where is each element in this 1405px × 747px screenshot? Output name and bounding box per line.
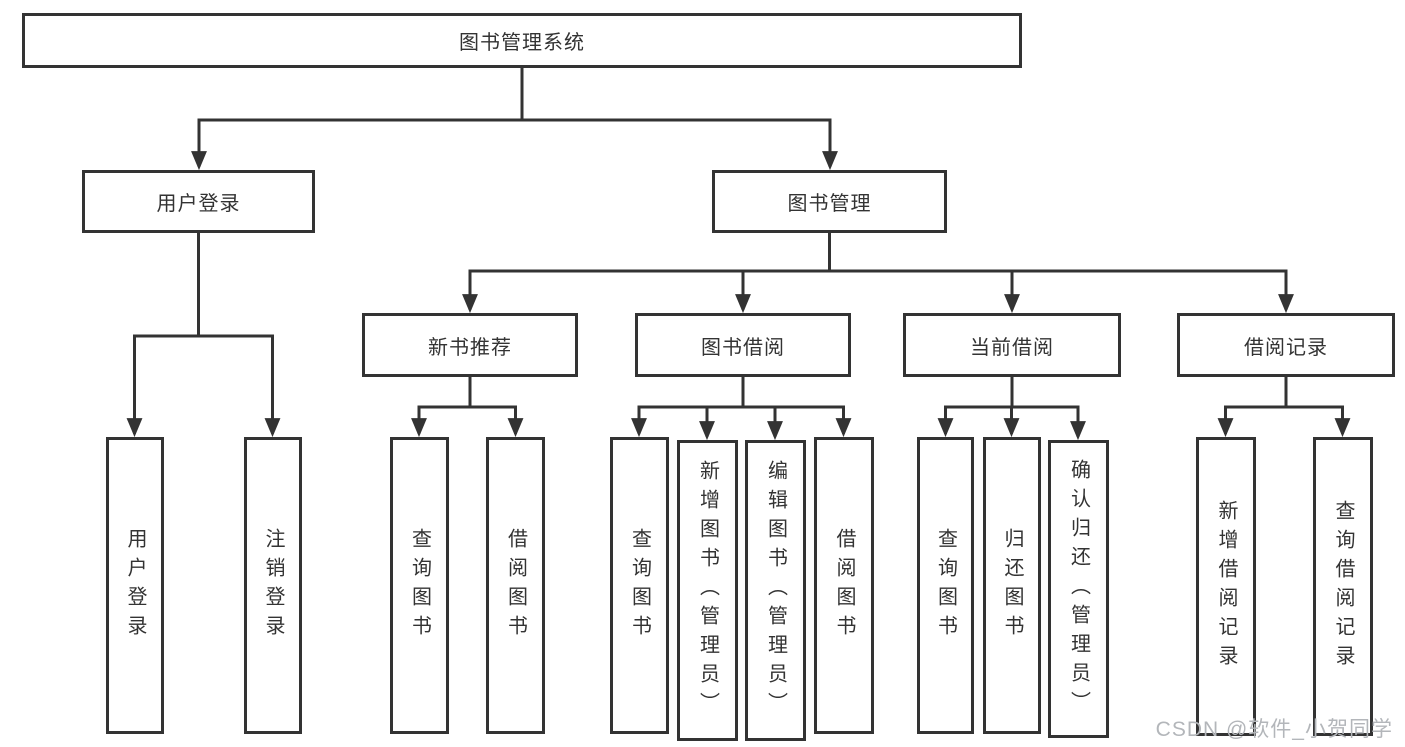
node-book-management-branch: 图书管理 <box>712 170 947 233</box>
leaf-label: 查询图书 <box>408 527 431 644</box>
leaf-add-book-admin: 新增图书（管理员） <box>677 440 738 741</box>
leaf-recommend-borrow-books: 借阅图书 <box>486 437 545 734</box>
leaf-label: 借阅图书 <box>833 527 855 644</box>
leaf-add-borrow-record: 新增借阅记录 <box>1196 437 1256 736</box>
leaf-query-borrow-record: 查询借阅记录 <box>1313 437 1373 736</box>
leaf-logout: 注销登录 <box>244 437 302 734</box>
leaf-return-books: 归还图书 <box>983 437 1041 734</box>
node-label: 图书管理 <box>787 193 872 215</box>
leaf-label: 新增借阅记录 <box>1215 499 1237 674</box>
node-user-login-branch: 用户登录 <box>82 170 315 233</box>
node-label: 当前借阅 <box>970 336 1054 359</box>
csdn-watermark: CSDN @软件_小贺同学 <box>1155 718 1393 741</box>
leaf-recommend-query-books: 查询图书 <box>390 437 449 734</box>
node-current-borrowing: 当前借阅 <box>903 313 1121 377</box>
leaf-label: 编辑图书（管理员） <box>764 460 787 721</box>
node-label: 用户登录 <box>156 193 241 215</box>
node-book-borrowing: 图书借阅 <box>635 313 851 377</box>
leaf-label: 注销登录 <box>262 527 284 644</box>
node-label: 图书借阅 <box>701 336 785 359</box>
node-borrowing-records: 借阅记录 <box>1177 313 1395 377</box>
leaf-label: 新增图书（管理员） <box>696 460 719 721</box>
node-new-book-recommendation: 新书推荐 <box>362 313 578 377</box>
leaf-current-query-books: 查询图书 <box>917 437 974 734</box>
leaf-confirm-return-admin: 确认归还（管理员） <box>1048 440 1109 738</box>
leaf-borrowing-borrow-books: 借阅图书 <box>814 437 874 734</box>
leaf-label: 归还图书 <box>1001 527 1023 644</box>
leaf-borrowing-query-books: 查询图书 <box>610 437 669 734</box>
leaf-user-login: 用户登录 <box>106 437 164 734</box>
leaf-edit-book-admin: 编辑图书（管理员） <box>745 440 806 741</box>
node-library-management-system: 图书管理系统 <box>22 13 1022 68</box>
node-label: 新书推荐 <box>428 336 512 359</box>
leaf-label: 查询图书 <box>628 527 651 644</box>
leaf-label: 查询借阅记录 <box>1332 499 1354 674</box>
node-label: 借阅记录 <box>1244 336 1328 359</box>
node-label: 图书管理系统 <box>459 32 585 54</box>
leaf-label: 借阅图书 <box>504 527 527 644</box>
leaf-label: 用户登录 <box>124 527 146 644</box>
leaf-label: 确认归还（管理员） <box>1067 458 1090 720</box>
leaf-label: 查询图书 <box>934 527 957 644</box>
